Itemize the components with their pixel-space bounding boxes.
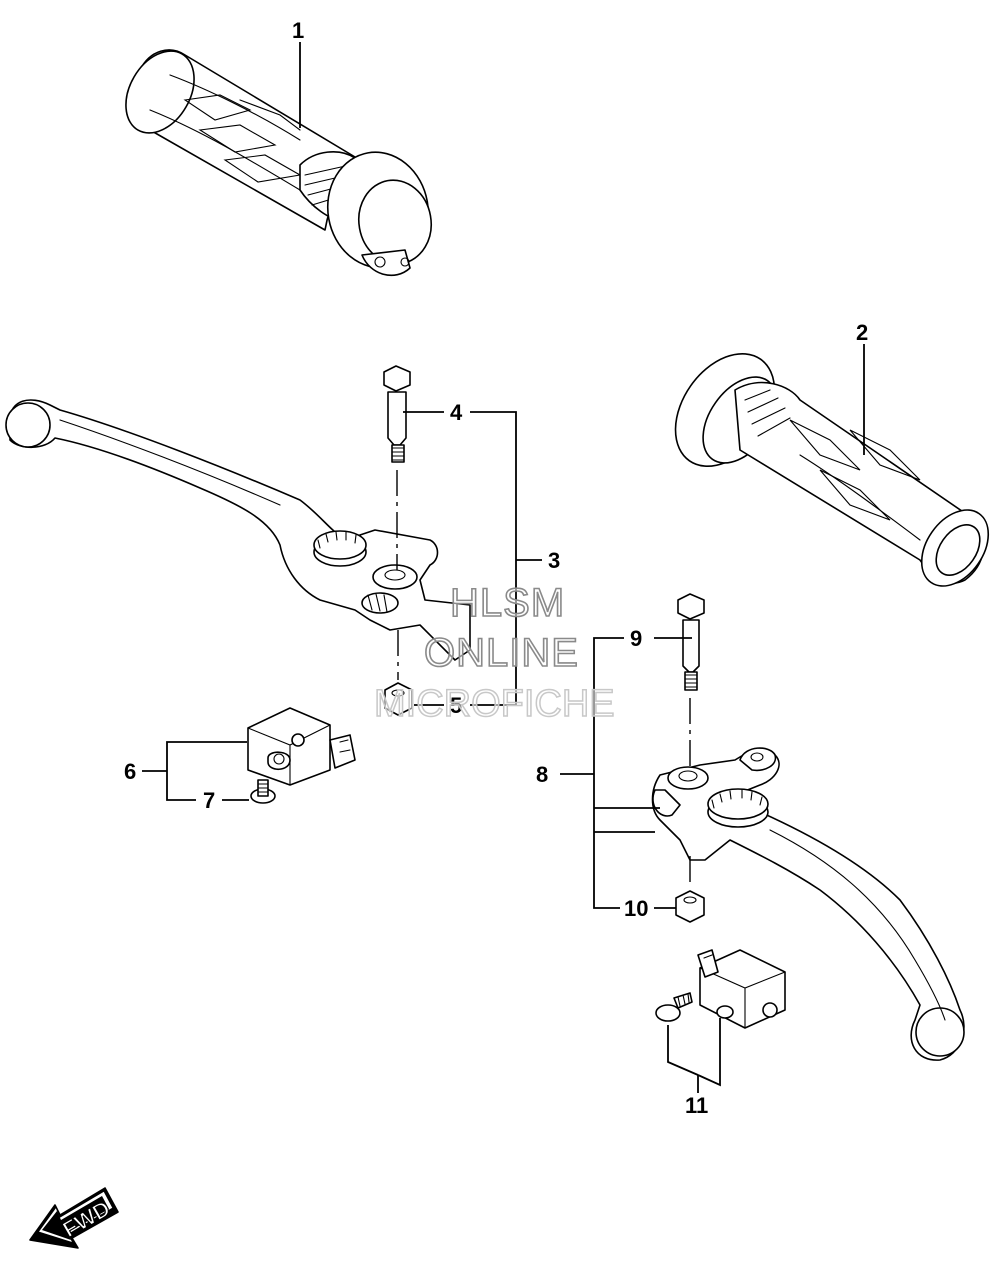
screw-7[interactable] xyxy=(250,779,276,804)
right-grip[interactable] xyxy=(112,39,438,277)
forward-direction-arrow: FWD xyxy=(29,1187,119,1249)
watermark-line2: ONLINE xyxy=(424,631,579,675)
screw-11[interactable] xyxy=(655,992,693,1022)
callout-11: 11 xyxy=(685,1093,708,1118)
callout-3: 3 xyxy=(548,548,560,573)
callout-1: 1 xyxy=(292,18,304,43)
front-brake-lever[interactable] xyxy=(5,399,471,661)
leader-lines xyxy=(142,42,865,1093)
watermark-line1: HLSM xyxy=(450,581,565,625)
left-grip[interactable] xyxy=(655,335,1000,598)
clutch-switch[interactable] xyxy=(697,949,786,1029)
callout-5: 5 xyxy=(450,693,462,718)
callout-2: 2 xyxy=(856,320,868,345)
callout-6: 6 xyxy=(124,759,136,784)
callout-9: 9 xyxy=(630,626,642,651)
pivot-bolt-4[interactable] xyxy=(383,365,411,463)
nut-5[interactable] xyxy=(384,682,413,716)
callout-8: 8 xyxy=(536,762,548,787)
pivot-bolt-9[interactable] xyxy=(677,593,705,691)
watermark-line3: MICROFICHE xyxy=(374,683,615,725)
callout-7: 7 xyxy=(203,788,215,813)
callout-4: 4 xyxy=(450,400,463,425)
nut-10[interactable] xyxy=(675,890,705,923)
front-brake-switch[interactable] xyxy=(247,707,356,786)
watermark: HLSM ONLINE MICROFICHE xyxy=(373,580,615,726)
clutch-lever[interactable] xyxy=(651,747,965,1061)
callout-10: 10 xyxy=(624,896,648,921)
